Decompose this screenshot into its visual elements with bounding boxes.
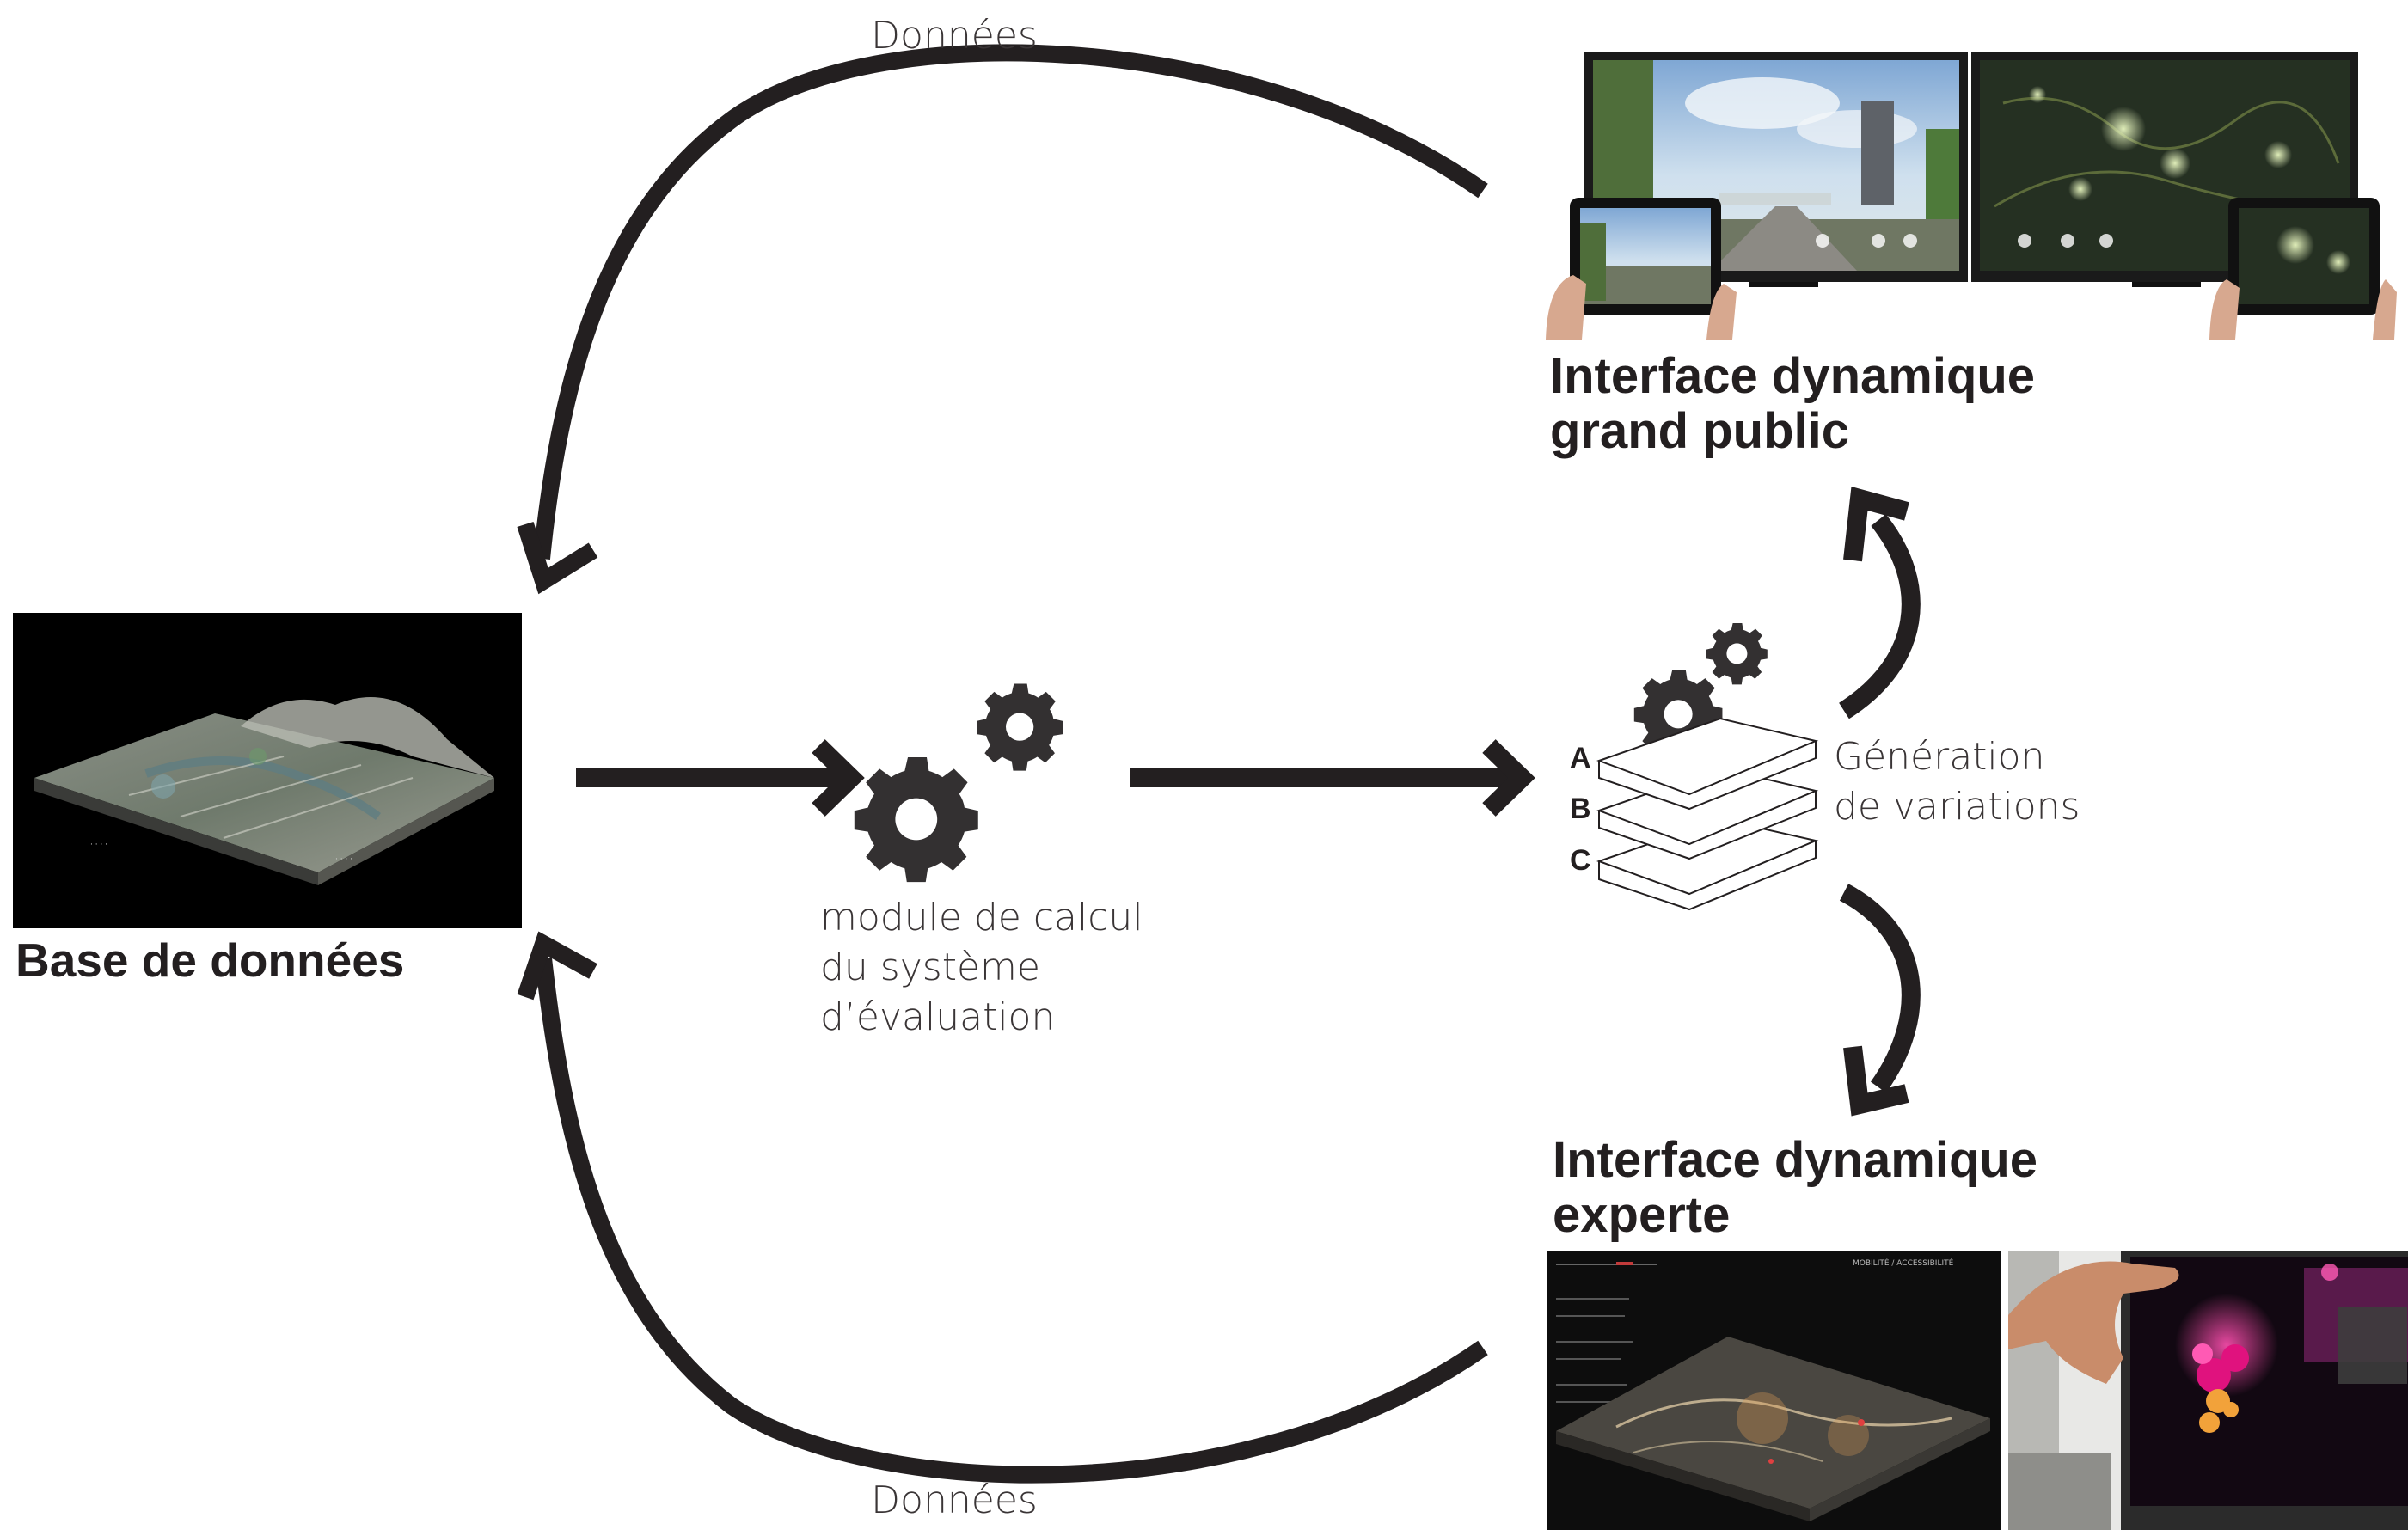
top-data-label: Données [871,14,1038,58]
svg-text:· · · ·: · · · · [90,841,107,849]
expert-screen-menu: MOBILITÉ / ACCESSIBILITÉ [1853,1258,1954,1268]
calc-module-label-line1: module de calcul [820,896,1143,939]
database-title: Base de données [15,933,404,987]
expert-interface-title-line1: Interface dynamique [1553,1132,2037,1188]
variations-label-line1: Génération [1834,735,2044,779]
calc-module-gear-large-icon [854,757,978,883]
arrow-to-public-interface [1839,487,1921,719]
database-terrain-image: · · · · · · · · [13,613,522,928]
calc-module-label-line3: d’évaluation [820,995,1055,1039]
public-interface-title-line2: grand public [1550,403,1849,459]
layer-c-label: C [1570,844,1591,877]
public-interface-title-line1: Interface dynamique [1550,348,2035,404]
layer-b-label: B [1570,793,1591,825]
arrow-to-expert-interface [1839,884,1921,1117]
calc-module-gear-small-icon [977,683,1063,771]
expert-interface-image: MOBILITÉ / ACCESSIBILITÉ [1547,1251,2408,1530]
variation-gear-large-icon [1633,670,1723,760]
variations-label-line2: de variations [1834,785,2080,829]
public-interface-image [1546,52,2397,340]
arrow-database-to-module [576,739,865,817]
top-return-arrow [517,44,1488,595]
calc-module-label-line2: du système [820,946,1040,989]
layer-a-label: A [1570,742,1591,774]
arrow-module-to-variations [1130,739,1535,817]
svg-text:· · · ·: · · · · [335,855,352,864]
bottom-data-label: Données [871,1478,1038,1522]
expert-interface-title-line2: experte [1553,1187,1730,1243]
variation-layers-stack [1596,717,1819,911]
variation-gear-small-icon [1706,623,1768,685]
bottom-return-arrow [517,931,1488,1484]
